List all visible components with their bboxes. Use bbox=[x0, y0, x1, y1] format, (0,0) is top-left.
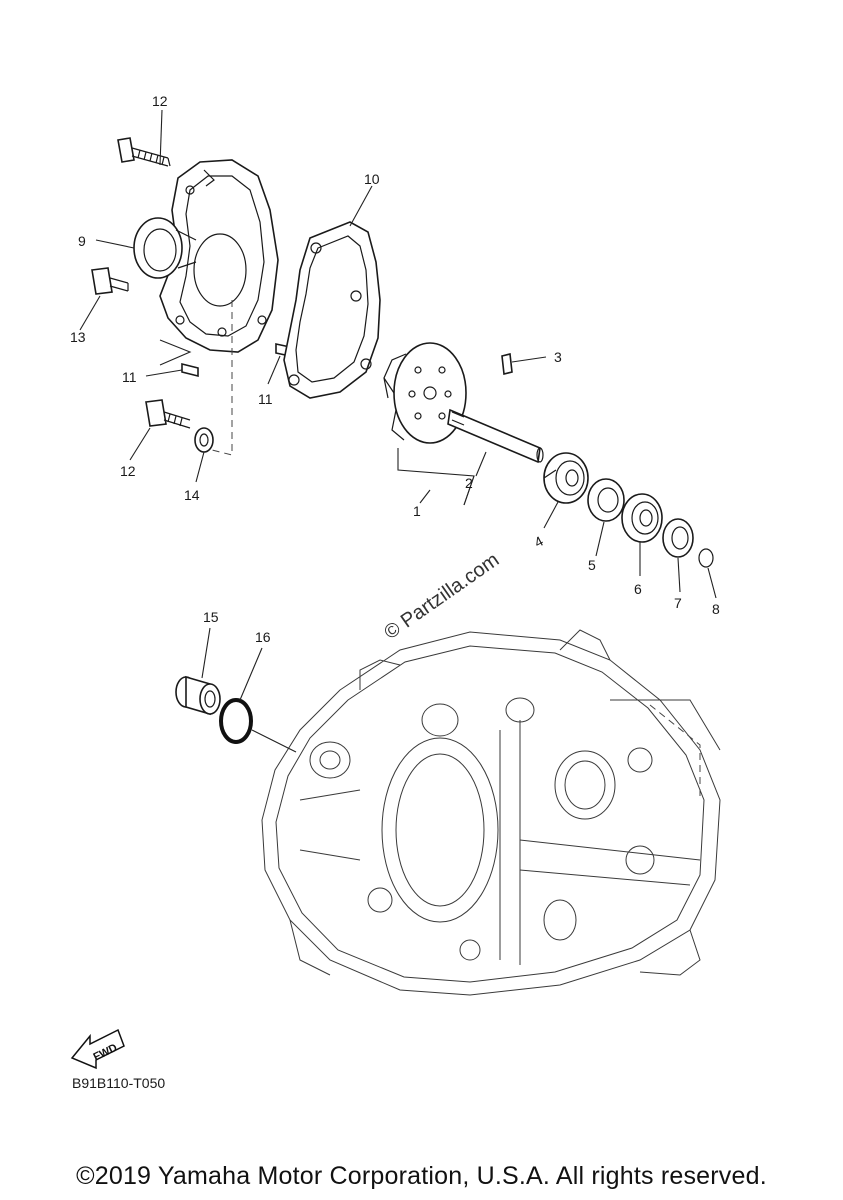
callout-12-upper: 12 bbox=[152, 93, 168, 109]
callout-5: 5 bbox=[588, 557, 596, 573]
bearing-4 bbox=[543, 452, 589, 504]
pump-shaft bbox=[447, 408, 544, 464]
callout-4: 4 bbox=[531, 533, 546, 551]
callout-16: 16 bbox=[255, 629, 271, 645]
callout-3: 3 bbox=[554, 349, 562, 365]
copyright-notice: ©2019 Yamaha Motor Corporation, U.S.A. A… bbox=[76, 1162, 767, 1190]
callout-11-left: 11 bbox=[122, 369, 137, 385]
callout-7: 7 bbox=[674, 595, 682, 611]
bolt-upper bbox=[117, 137, 171, 167]
o-ring-16 bbox=[219, 698, 297, 753]
collar-15 bbox=[175, 675, 221, 716]
callout-14: 14 bbox=[184, 487, 200, 503]
callout-12-lower: 12 bbox=[120, 463, 136, 479]
callout-9: 9 bbox=[78, 233, 86, 249]
crankcase-outline bbox=[261, 629, 721, 996]
seal-7 bbox=[662, 518, 694, 558]
pin-3 bbox=[501, 353, 513, 375]
seal-5 bbox=[587, 478, 625, 522]
callout-6: 6 bbox=[634, 581, 642, 597]
impeller bbox=[383, 342, 467, 444]
callout-1: 1 bbox=[413, 503, 421, 519]
gasket-10 bbox=[283, 221, 381, 399]
leader-lines bbox=[79, 109, 717, 701]
diagram-code: B91B110-T050 bbox=[72, 1075, 165, 1091]
watermark: © Partzilla.com bbox=[380, 549, 503, 644]
callout-numbers: 12 10 9 13 3 11 11 12 14 2 1 4 5 6 7 8 1… bbox=[70, 93, 720, 645]
callout-2: 2 bbox=[465, 475, 473, 491]
washer-14 bbox=[194, 427, 214, 453]
bearing-6 bbox=[621, 493, 663, 543]
callout-8: 8 bbox=[712, 601, 720, 617]
callout-15: 15 bbox=[203, 609, 219, 625]
bolt-lower bbox=[145, 399, 191, 429]
callout-11-right: 11 bbox=[258, 391, 273, 407]
fwd-arrow-icon: FWD bbox=[70, 1028, 125, 1070]
circlip-8 bbox=[698, 548, 714, 568]
bolt-13 bbox=[91, 267, 129, 295]
water-pump-cover bbox=[133, 159, 279, 456]
callout-10: 10 bbox=[364, 171, 380, 187]
callout-13: 13 bbox=[70, 329, 86, 345]
